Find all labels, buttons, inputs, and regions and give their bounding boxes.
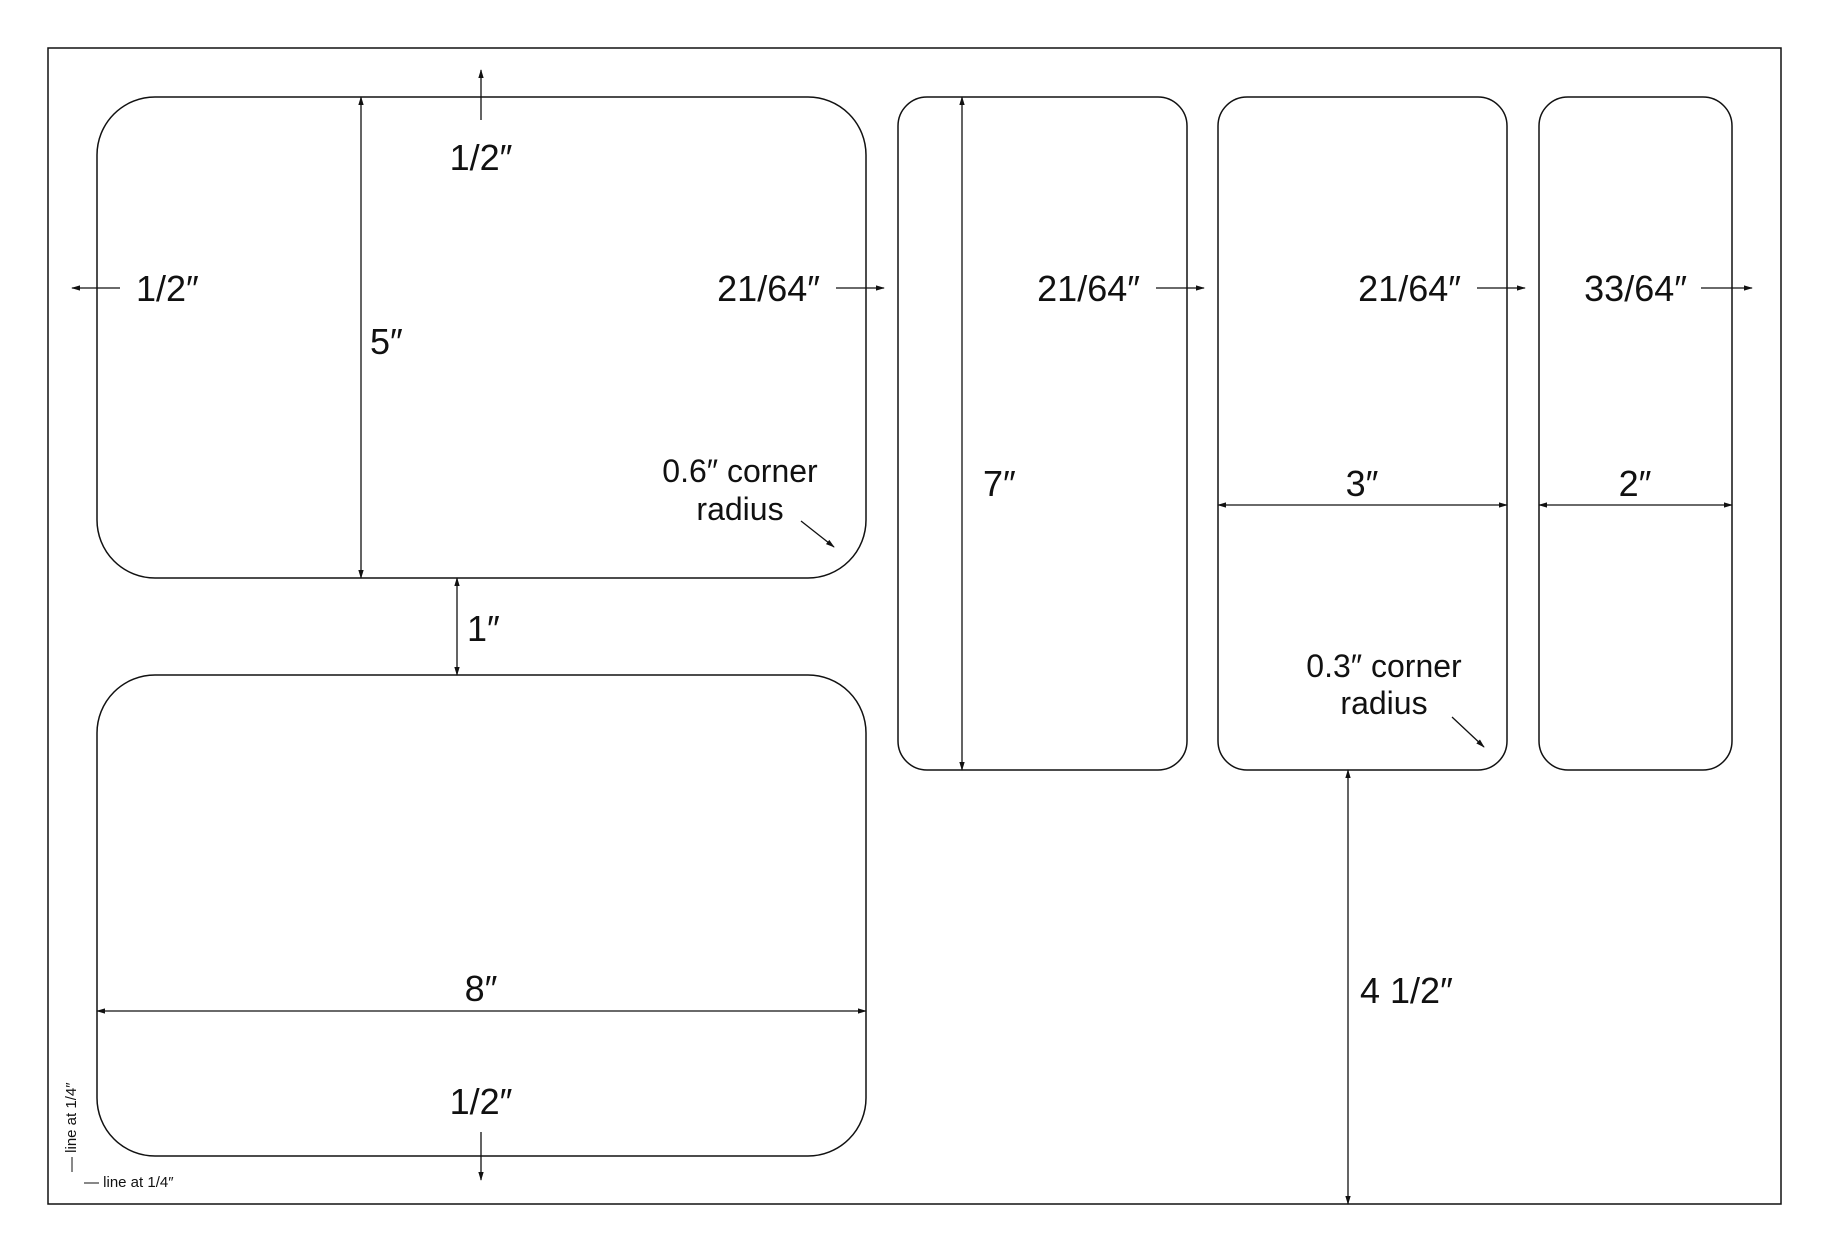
gap-3-label: 21/64″ (1358, 268, 1461, 309)
top-margin-label: 1/2″ (450, 137, 513, 178)
large-corner-label-line1: 0.6″ corner (662, 453, 818, 489)
gap-2-label: 21/64″ (1037, 268, 1140, 309)
small-corner-pointer (1451, 716, 1485, 748)
label-a-height-label: 5″ (370, 321, 403, 362)
lower-space-label: 4 1/2″ (1360, 970, 1453, 1011)
gap-1-label: 21/64″ (717, 268, 820, 309)
label-e-width-label: 2″ (1619, 463, 1652, 504)
tall-label-height-label: 7″ (983, 463, 1016, 504)
bottom-margin-label: 1/2″ (450, 1081, 513, 1122)
label-b-width-label: 8″ (465, 968, 498, 1009)
small-corner-label-line2: radius (1340, 685, 1427, 721)
sheet-border (47, 47, 1782, 1205)
large-corner-label-line2: radius (696, 491, 783, 527)
large-corner-pointer (800, 520, 835, 548)
left-margin-label: 1/2″ (136, 268, 199, 309)
label-d-tall-2 (1217, 96, 1508, 771)
guide-vertical-label: — line at 1/4″ (63, 1082, 80, 1172)
label-e-tall-3 (1538, 96, 1733, 771)
label-c-tall-1 (897, 96, 1188, 771)
label-d-width-label: 3″ (1346, 463, 1379, 504)
guide-horizontal-label: — line at 1/4″ (84, 1174, 174, 1191)
right-margin-label: 33/64″ (1584, 268, 1687, 309)
small-corner-label-line1: 0.3″ corner (1306, 648, 1462, 684)
vertical-gap-label: 1″ (467, 608, 500, 649)
